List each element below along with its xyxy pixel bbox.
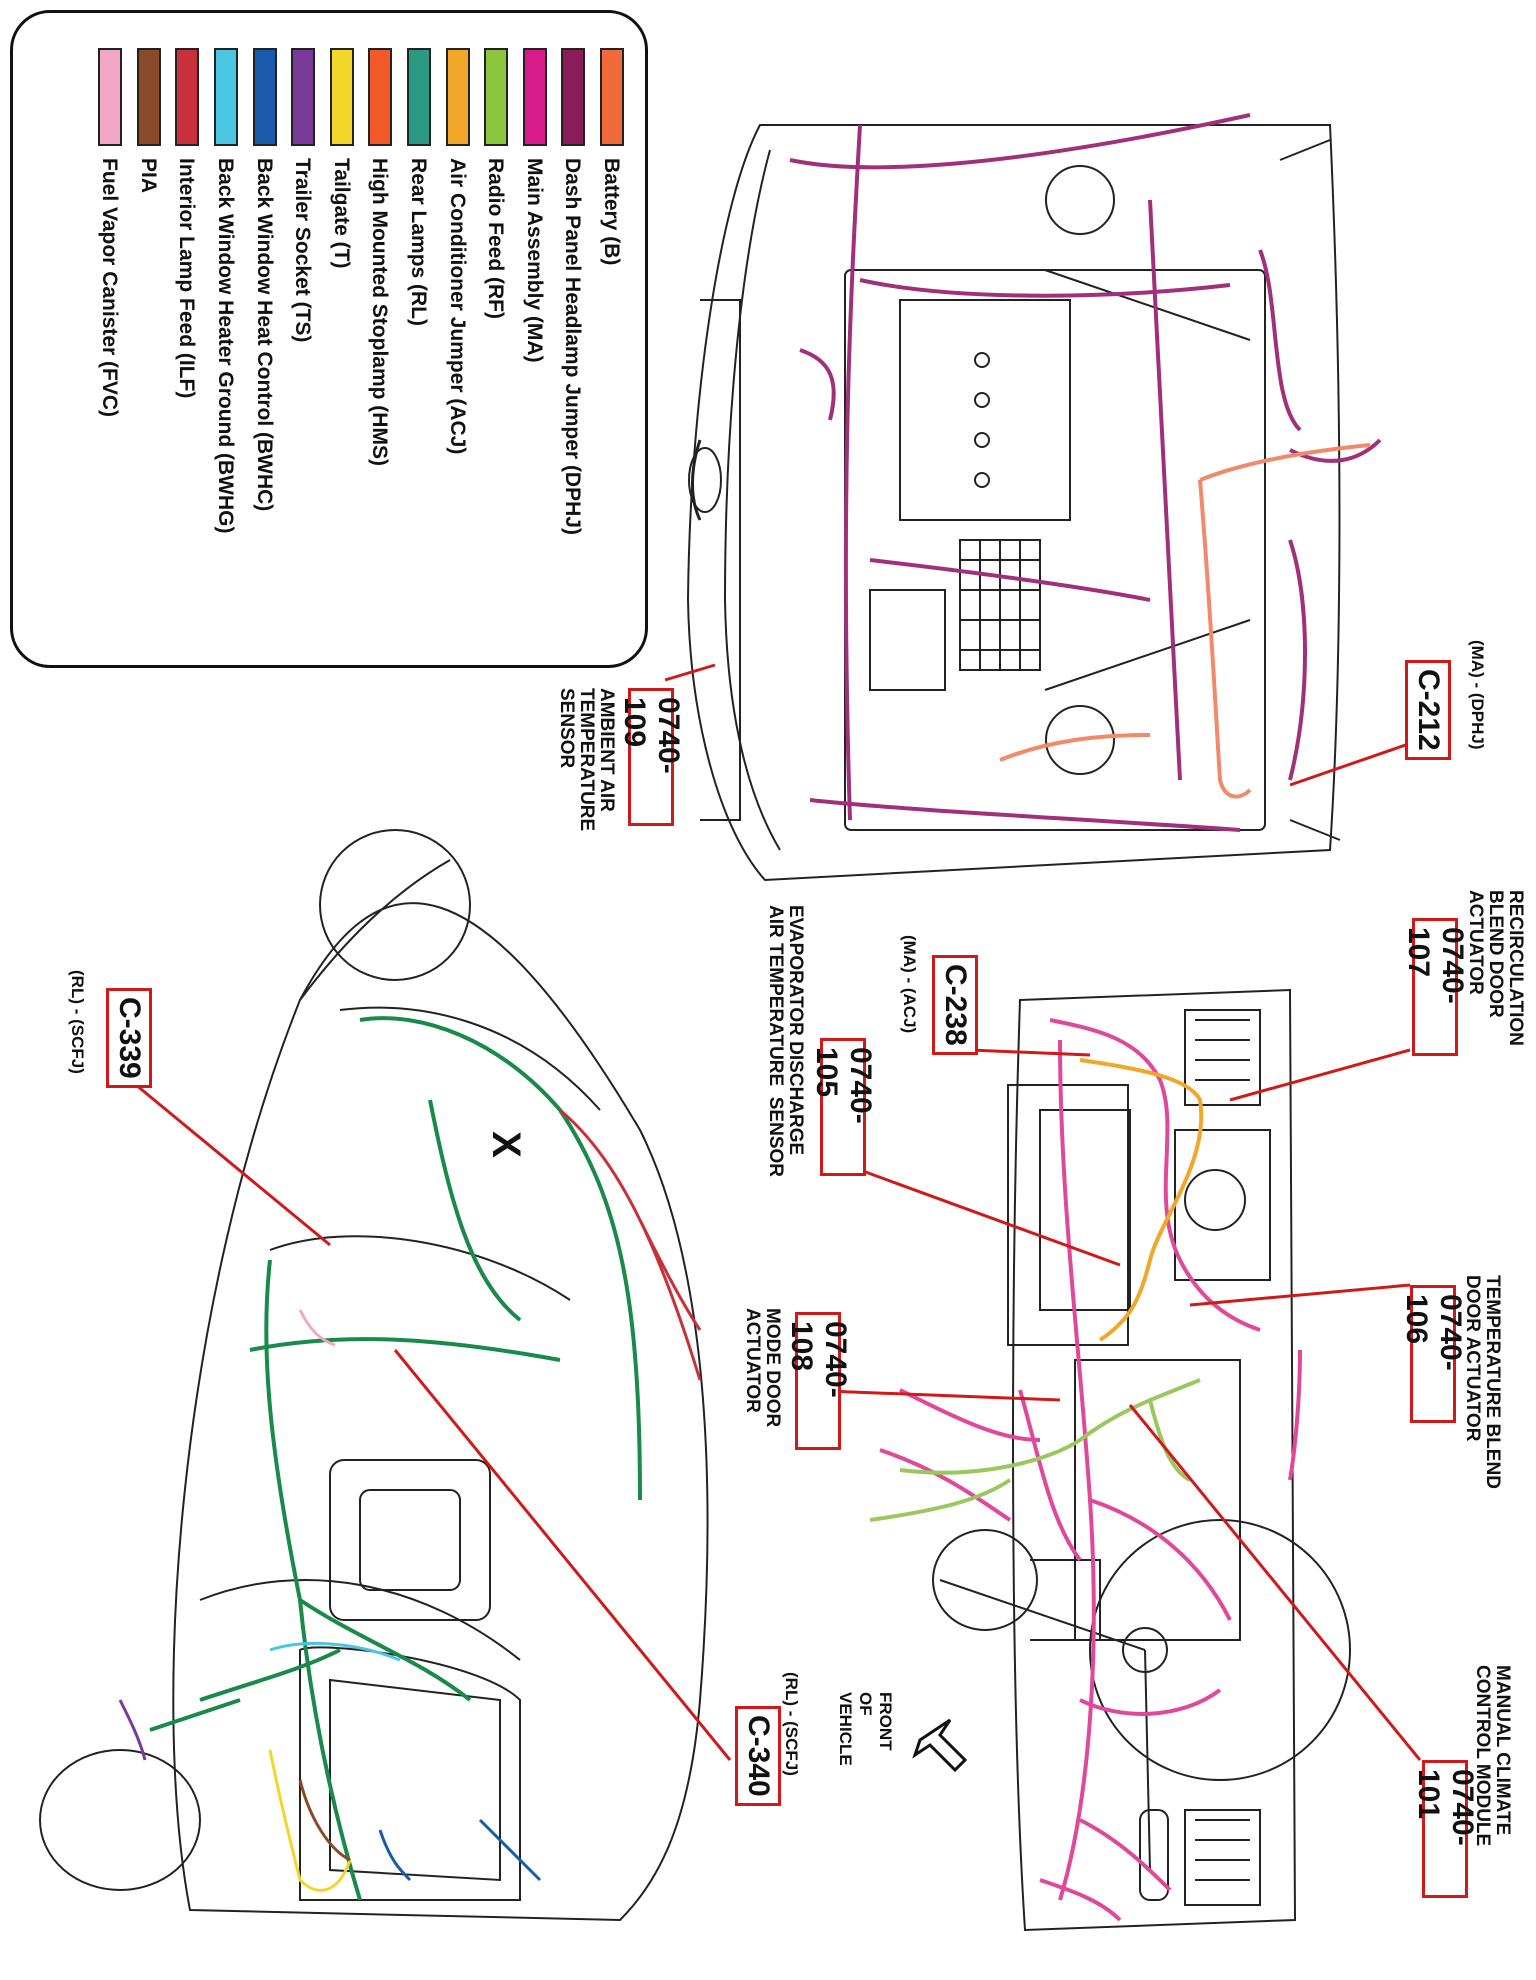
callout-0740-109-code: 0740-109 [618,688,685,826]
rear-harness-rl [149,1016,642,1901]
callout-0740-107-code: 0740-107 [1402,918,1469,1056]
engine-harness-battery [999,443,1371,799]
legend-label: Rear Lamps (RL) [407,158,430,327]
callout-0740-109-desc: AMBIENT AIR TEMPERATURE SENSOR [556,688,617,832]
callout-leaders [129,663,1422,1761]
legend-swatch [600,48,624,146]
callout-0740-101-desc: MANUAL CLIMATE CONTROL MODULE [1472,1665,1513,1847]
legend-swatch [214,48,238,146]
legend-label: Battery (B) [600,158,623,266]
callout-0740-105-desc: EVAPORATOR DISCHARGE AIR TEMPERATURE SEN… [765,905,806,1178]
legend-label: Radio Feed (RF) [484,158,507,319]
legend-swatch [561,48,585,146]
legend-swatch [368,48,392,146]
legend-swatch [137,48,161,146]
rear-harness-bwhg [269,1641,401,1662]
callout-0740-106-desc: TEMPERATURE BLEND DOOR ACTUATOR [1462,1275,1503,1489]
engine-harness-ma [789,113,1382,832]
legend-label: Interior Lamp Feed (ILF) [175,158,198,399]
legend-label: High Mounted Stoplamp (HMS) [368,158,391,466]
callout-0740-106-code: 0740-106 [1400,1285,1467,1423]
callout-0740-107-desc: RECIRCULATION BLEND DOOR ACTUATOR [1465,890,1526,1046]
front-of-vehicle-label: FRONT OF VEHICLE [836,1692,895,1766]
callout-c238-sub: (MA) - (ACJ) [900,935,919,1034]
rear-harness-ilf [559,1108,702,1381]
callout-c212-sub: (MA) - (DPHJ) [1468,640,1487,750]
legend-label: Back Window Heater Ground (BWHG) [214,158,237,534]
panel-harness [879,1018,1302,1922]
callout-0740-101-code: 0740-101 [1412,1760,1479,1898]
callout-c238-code: C-238 [932,955,978,1055]
legend-label: Trailer Socket (TS) [291,158,314,343]
instrument-panel-view [932,988,1351,1932]
legend-swatch [484,48,508,146]
legend-label: Air Conditioner Jumper (ACJ) [446,158,469,455]
legend-swatch [523,48,547,146]
legend-swatch [407,48,431,146]
panel-harness-acj [1079,1058,1204,1342]
legend-swatch [98,48,122,146]
callout-0740-108-code: 0740-108 [785,1312,852,1450]
legend-label: Tailgate (T) [330,158,353,269]
legend-swatch [253,48,277,146]
rear-harness-ts [118,1699,147,1761]
callout-c339-code: C-339 [106,988,152,1088]
legend-label: Main Assembly (MA) [523,158,546,363]
rear-harness-t [268,1749,352,1892]
callout-c339-sub: (RL) - (SCFJ) [68,970,87,1074]
legend-label: PIA [137,158,160,194]
rear-harness-fvc [298,1309,336,1347]
rear-body-view [39,829,709,1922]
callout-c340-code: C-340 [735,1706,781,1806]
front-arrow [912,1718,968,1773]
legend-swatch [330,48,354,146]
callout-c340-sub: (RL) - (SCFJ) [782,1672,801,1776]
legend-label: Fuel Vapor Canister (FVC) [98,158,121,418]
rear-harness-bwhc [378,1818,542,1882]
callout-0740-105-code: 0740-105 [810,1038,877,1176]
legend-swatch [291,48,315,146]
engine-compartment-view [686,124,1341,882]
rear-harness-pia [298,1779,351,1862]
legend-swatch [175,48,199,146]
callout-0740-108-desc: MODE DOOR ACTUATOR [742,1308,783,1428]
legend-swatch [446,48,470,146]
legend-label: Back Window Heat Control (BWHC) [253,158,276,512]
legend-label: Dash Panel Headlamp Jumper (DPHJ) [561,158,584,535]
x-mark: X [483,1131,528,1158]
callout-c212-code: C-212 [1405,660,1451,760]
